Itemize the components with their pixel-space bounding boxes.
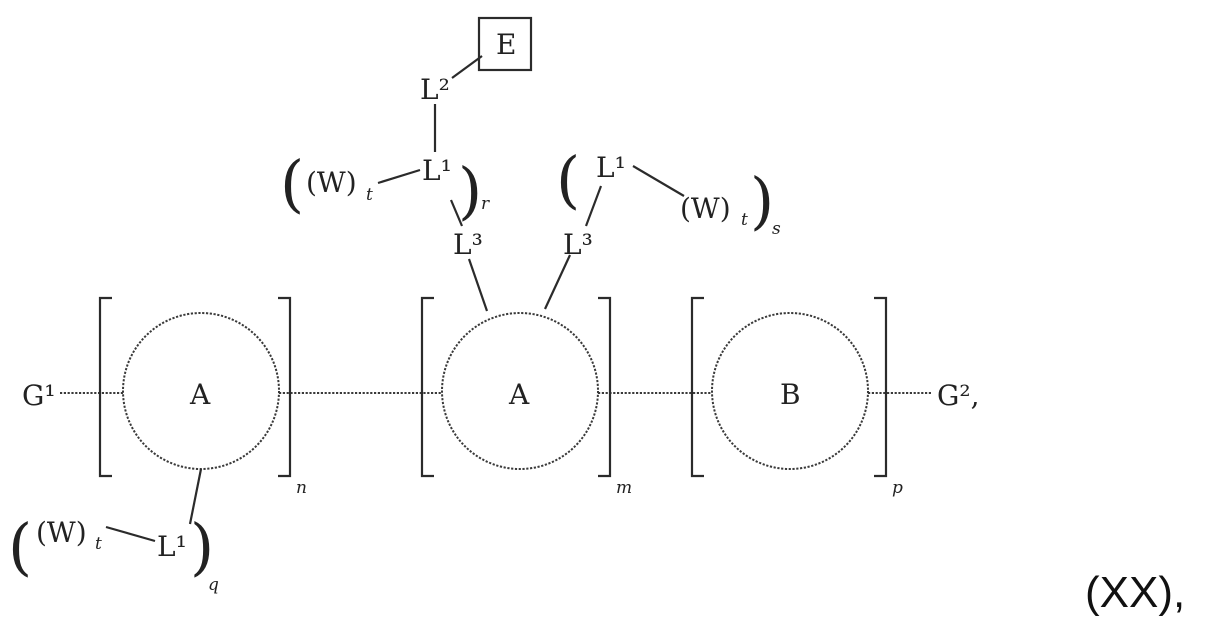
paren-r-left: ( xyxy=(280,147,304,220)
bracket-n-right xyxy=(278,298,290,476)
w-top-label: (W) xyxy=(306,166,357,199)
bracket-m-left xyxy=(422,298,434,476)
bond-l3-right-l1-right xyxy=(586,186,601,226)
paren-s-left: ( xyxy=(556,143,580,216)
bond-l1-right-w xyxy=(633,166,684,196)
l3-right-label: L³ xyxy=(563,228,593,261)
bond-ring-a2-l3-left xyxy=(469,259,487,311)
ring-b-label: B xyxy=(780,378,801,411)
l3-left-label: L³ xyxy=(453,228,483,261)
subscript-q: q xyxy=(208,575,219,595)
bracket-p-right xyxy=(874,298,886,476)
bond-l2-e xyxy=(452,56,482,78)
ring-a-2-label: A xyxy=(508,378,530,411)
l2-label: L² xyxy=(420,73,450,106)
paren-q-right: ) xyxy=(190,510,214,583)
paren-s-right: ) xyxy=(750,164,774,237)
bracket-n-left xyxy=(100,298,112,476)
w-right-subscript: t xyxy=(741,210,748,230)
bracket-p-left xyxy=(692,298,704,476)
subscript-m: m xyxy=(616,478,632,498)
l1-top-label: L¹ xyxy=(422,154,452,187)
bond-w-l1-top xyxy=(378,170,420,183)
g2-label: G², xyxy=(937,379,980,412)
bond-w-l1-bottom xyxy=(106,527,155,541)
bracket-m-right xyxy=(598,298,610,476)
subscript-p: p xyxy=(892,478,903,498)
w-bottom-subscript: t xyxy=(95,534,102,554)
subscript-s: s xyxy=(772,219,781,239)
bond-ring-a2-l3-right xyxy=(545,255,570,309)
w-top-subscript: t xyxy=(366,185,373,205)
formula-number: (XX), xyxy=(1085,568,1185,618)
l1-right-label: L¹ xyxy=(596,151,626,184)
subscript-n: n xyxy=(296,478,307,498)
l1-bottom-label: L¹ xyxy=(157,530,187,563)
subscript-r: r xyxy=(481,194,490,214)
w-right-label: (W) xyxy=(680,192,731,225)
box-e-label: E xyxy=(496,28,516,61)
ring-a-1-label: A xyxy=(189,378,211,411)
paren-q-left: ( xyxy=(8,510,32,583)
paren-r-right: ) xyxy=(458,154,482,227)
g1-label: G¹ xyxy=(22,379,56,412)
w-bottom-label: (W) xyxy=(36,516,87,549)
